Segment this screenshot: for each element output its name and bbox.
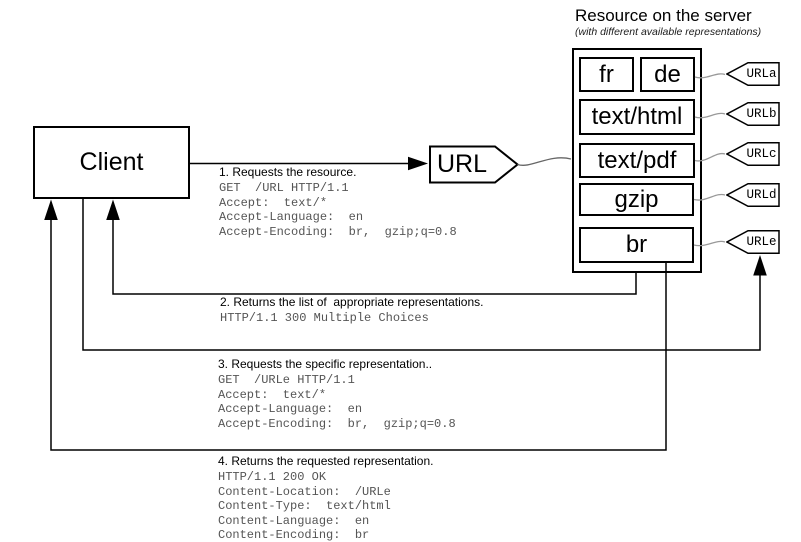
url-to-server-connector: [517, 157, 572, 166]
representation-label: de: [654, 60, 681, 88]
representation-label: br: [625, 231, 648, 258]
message-4-body: HTTP/1.1 200 OK Content-Location: /URLe …: [218, 470, 391, 542]
server-title: Resource on the server: [575, 6, 752, 25]
client-box: Client: [33, 126, 190, 199]
url-node-label: URL: [436, 150, 487, 178]
url-tag-b: URLb: [726, 102, 780, 126]
client-label: Client: [79, 148, 144, 176]
representation-box-de: de: [640, 57, 695, 92]
url-tag-label: URLb: [746, 107, 777, 121]
tag-pentagon-shape: [726, 142, 780, 166]
message-3-body: GET /URLe HTTP/1.1 Accept: text/* Accept…: [218, 373, 456, 431]
message-1-body: GET /URL HTTP/1.1 Accept: text/* Accept-…: [219, 181, 457, 239]
representation-label: gzip: [614, 185, 659, 213]
message-4-label: 4. Returns the requested representation.: [218, 454, 434, 468]
representation-box-gzip: gzip: [579, 183, 694, 216]
message-3-label: 3. Requests the specific representation.…: [218, 357, 433, 371]
url-node: URL: [429, 145, 519, 184]
url-tag-c: URLc: [726, 142, 780, 166]
message-2: 2. Returns the list of appropriate repre…: [220, 296, 483, 326]
url-tag-label: URLc: [746, 147, 777, 161]
representation-label: text/pdf: [597, 146, 677, 174]
message-2-body: HTTP/1.1 300 Multiple Choices: [220, 311, 429, 325]
url-tag-label: URLa: [746, 67, 777, 81]
server-subtitle: (with different available representation…: [575, 26, 762, 38]
message-1-label: 1. Requests the resource.: [219, 165, 357, 179]
tag-pentagon-shape: [726, 102, 780, 126]
tag-pentagon-shape: [726, 62, 780, 86]
representation-box-text-html: text/html: [579, 99, 695, 135]
message-2-label: 2. Returns the list of appropriate repre…: [220, 295, 484, 309]
representation-label: text/html: [591, 103, 683, 130]
message-4: 4. Returns the requested representation.…: [218, 455, 433, 542]
url-tag-a: URLa: [726, 62, 780, 86]
message-3: 3. Requests the specific representation.…: [218, 358, 456, 431]
url-tag-label: URLd: [746, 188, 777, 202]
url-tag-e: URLe: [726, 230, 780, 254]
representation-label: fr: [599, 60, 614, 88]
url-tag-d: URLd: [726, 183, 780, 207]
representation-box-br: br: [579, 227, 694, 263]
representation-box-fr: fr: [579, 57, 634, 92]
representation-box-text-pdf: text/pdf: [579, 143, 695, 178]
message-1: 1. Requests the resource. GET /URL HTTP/…: [219, 166, 457, 239]
url-tag-label: URLe: [746, 235, 777, 249]
url-pentagon-shape: [429, 145, 519, 184]
